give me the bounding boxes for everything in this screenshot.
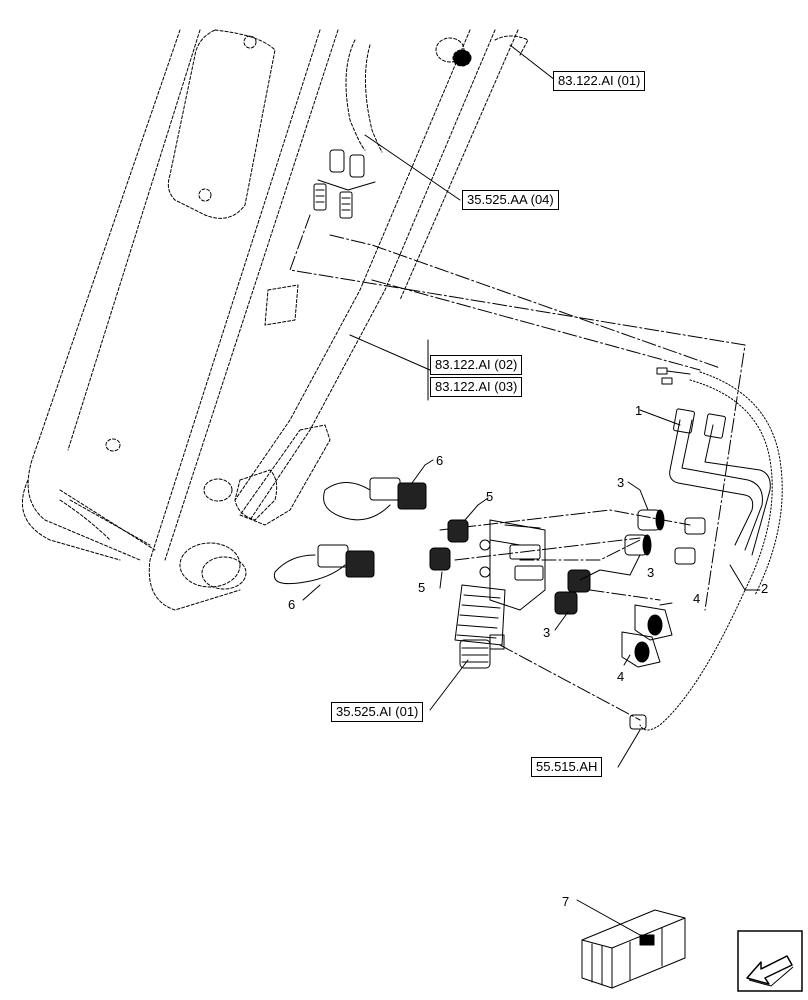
drain-hose bbox=[639, 379, 773, 731]
adapter-fittings bbox=[554, 509, 665, 615]
callout-1: 1 bbox=[635, 403, 643, 418]
callout-6-upper: 6 bbox=[436, 453, 444, 468]
leader-lines bbox=[302, 44, 761, 936]
callout-6-lower: 6 bbox=[288, 597, 296, 612]
callout-2: 2 bbox=[761, 581, 769, 596]
dust-cap-assemblies bbox=[273, 477, 427, 585]
reference-83-122-ai-03[interactable]: 83.122.AI (03) bbox=[430, 377, 523, 397]
reference-35-525-aa-04[interactable]: 35.525.AA (04) bbox=[462, 190, 559, 210]
reference-83-122-ai-02[interactable]: 83.122.AI (02) bbox=[430, 355, 523, 375]
reference-83-122-ai-01[interactable]: 83.122.AI (01) bbox=[553, 71, 646, 91]
assembly-centerlines bbox=[289, 214, 746, 721]
parts-kit-box-icon bbox=[581, 909, 686, 989]
elbow-fittings bbox=[621, 604, 673, 668]
callout-4-upper: 4 bbox=[693, 591, 701, 606]
valve-block bbox=[454, 519, 546, 669]
callout-4-lower: 4 bbox=[617, 669, 625, 684]
callout-7: 7 bbox=[562, 894, 570, 909]
callout-3-upper: 3 bbox=[617, 475, 625, 490]
callout-3-lower: 3 bbox=[543, 625, 551, 640]
navigation-arrow-icon[interactable] bbox=[737, 930, 803, 992]
small-fittings bbox=[656, 367, 691, 385]
hose-end-fitting bbox=[629, 714, 647, 730]
drain-hose-inner bbox=[699, 371, 783, 596]
callout-5-upper: 5 bbox=[486, 489, 494, 504]
loader-boom-outline bbox=[21, 29, 529, 611]
port-plugs bbox=[429, 519, 469, 571]
reference-35-525-ai-01[interactable]: 35.525.AI (01) bbox=[331, 702, 424, 722]
callout-5-lower: 5 bbox=[418, 580, 426, 595]
callout-3-middle: 3 bbox=[647, 565, 655, 580]
rigid-tube-pair bbox=[669, 408, 771, 565]
boom-quick-couplers bbox=[313, 149, 376, 219]
reference-55-515-ah[interactable]: 55.515.AH bbox=[531, 757, 603, 777]
